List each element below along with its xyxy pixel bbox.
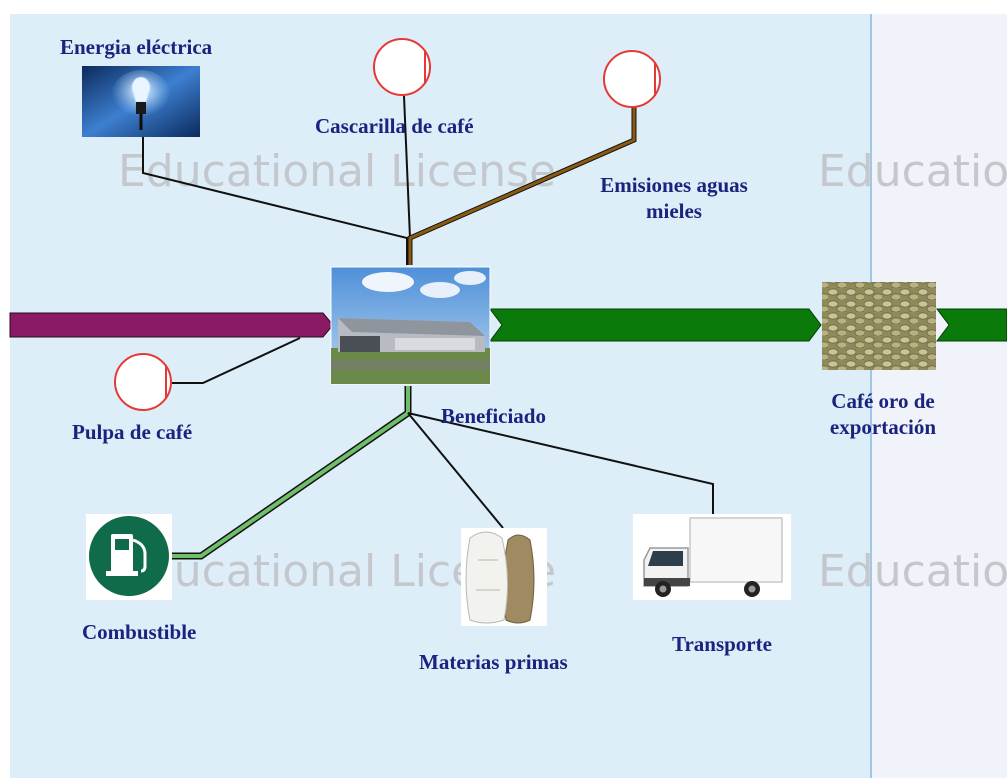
light-bulb-icon — [82, 66, 200, 137]
process-label: Beneficiado — [441, 404, 546, 428]
fuel-pump-icon — [86, 514, 172, 600]
husk-label: Cascarilla de café — [315, 114, 474, 138]
watermark: Educational License — [818, 146, 1007, 197]
adjacent-pane — [872, 14, 1007, 778]
transport-label: Transporte — [672, 632, 772, 656]
waste-disposal-icon — [603, 50, 661, 108]
main-flow-in-arrow — [9, 312, 334, 338]
energy-connector — [142, 137, 408, 265]
waste-disposal-icon — [373, 38, 431, 96]
waste-disposal-icon — [114, 353, 172, 411]
husk-connector — [403, 95, 411, 239]
wastewater-label: Emisiones aguas mieles — [574, 172, 774, 224]
watermark: Educational License — [118, 146, 557, 197]
fuel-connector-fill — [172, 386, 410, 558]
main-flow-out-arrow-continued — [936, 308, 1007, 342]
product-label-line1: Café oro de — [831, 389, 935, 413]
product-label: Café oro de exportación — [808, 388, 958, 440]
pulp-connector — [172, 337, 301, 384]
wastewater-label-line2: mieles — [646, 199, 702, 223]
energy-label: Energia eléctrica — [60, 35, 213, 59]
transport-connector — [407, 412, 714, 514]
coffee-processing-plant-photo — [330, 266, 491, 385]
wastewater-label-line1: Emisiones aguas — [600, 173, 748, 197]
raw-materials-connector — [407, 412, 504, 529]
sacks-icon — [461, 528, 547, 626]
watermark: Educational License — [818, 546, 1007, 597]
fuel-connector — [172, 386, 412, 560]
wastewater-connector-fill — [408, 104, 636, 265]
green-coffee-beans-photo — [822, 282, 936, 370]
product-label-line2: exportación — [829, 415, 937, 439]
fuel-label: Combustible — [82, 620, 197, 644]
truck-icon — [633, 514, 791, 600]
pulp-label: Pulpa de café — [72, 420, 193, 444]
raw-materials-label: Materias primas — [419, 650, 568, 674]
pane-divider — [870, 14, 872, 778]
main-flow-out-arrow — [489, 308, 822, 342]
